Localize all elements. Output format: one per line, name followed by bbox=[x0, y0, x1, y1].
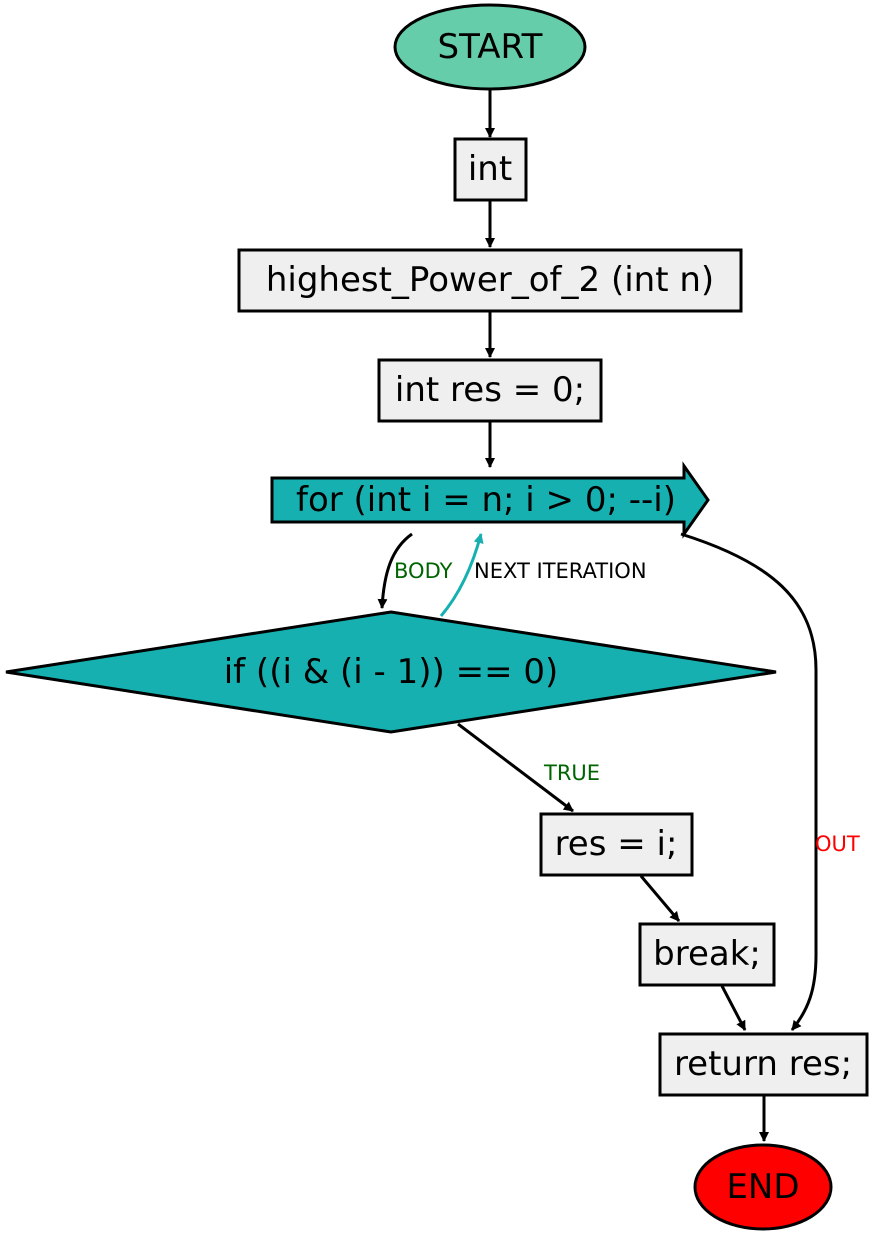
return-type-label: int bbox=[468, 149, 512, 189]
return-node: return res; bbox=[658, 1032, 869, 1097]
out-label: OUT bbox=[815, 832, 860, 856]
edge-true bbox=[457, 722, 574, 813]
assign-label: res = i; bbox=[555, 824, 678, 864]
edge-next-iteration bbox=[439, 533, 484, 617]
edge-body bbox=[377, 532, 413, 609]
assign-box bbox=[539, 812, 694, 877]
signature-label: highest_Power_of_2 (int n) bbox=[266, 260, 714, 300]
edge-labels: BODY NEXT ITERATION TRUE OUT bbox=[394, 559, 860, 856]
edge-out bbox=[680, 532, 818, 1031]
assign-node: res = i; bbox=[539, 812, 694, 877]
true-label: TRUE bbox=[543, 761, 600, 785]
break-box bbox=[638, 922, 776, 987]
signature-box bbox=[237, 248, 743, 313]
loop-node: for (int i = n; i > 0; --i) bbox=[270, 461, 710, 539]
loop-shape bbox=[270, 461, 710, 539]
edge-assign-to-break bbox=[639, 875, 681, 922]
break-label: break; bbox=[653, 934, 761, 974]
return-box bbox=[658, 1032, 869, 1097]
return-type-node: int bbox=[453, 137, 528, 202]
init-label: int res = 0; bbox=[395, 370, 585, 410]
init-box bbox=[377, 358, 603, 423]
condition-node: if ((i & (i - 1)) == 0) bbox=[5, 610, 777, 734]
start-node: START bbox=[393, 3, 587, 91]
body-label: BODY bbox=[394, 559, 453, 583]
condition-diamond bbox=[5, 610, 777, 734]
next-iteration-label: NEXT ITERATION bbox=[474, 559, 647, 583]
end-label: END bbox=[726, 1167, 799, 1207]
loop-label: for (int i = n; i > 0; --i) bbox=[296, 480, 676, 520]
end-ellipse bbox=[693, 1143, 833, 1231]
signature-node: highest_Power_of_2 (int n) bbox=[237, 248, 743, 313]
return-label: return res; bbox=[674, 1044, 852, 1084]
condition-label: if ((i & (i - 1)) == 0) bbox=[224, 652, 559, 692]
start-ellipse bbox=[393, 3, 587, 91]
break-node: break; bbox=[638, 922, 776, 987]
init-node: int res = 0; bbox=[377, 358, 603, 423]
edges bbox=[377, 90, 818, 1142]
end-node: END bbox=[693, 1143, 833, 1231]
edge-break-to-return bbox=[720, 985, 747, 1031]
start-label: START bbox=[438, 27, 543, 67]
return-type-box bbox=[453, 137, 528, 202]
